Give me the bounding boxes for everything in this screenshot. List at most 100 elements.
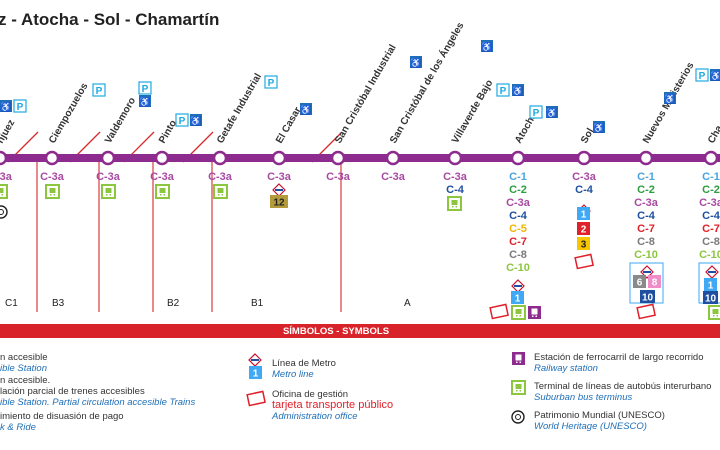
svg-text:1: 1 [515,294,521,305]
svg-text:P: P [533,108,540,119]
svg-text:♿: ♿ [512,85,523,96]
svg-text:6: 6 [637,278,643,289]
station-marker [212,150,228,166]
metro-line-badge: 1 [704,278,717,292]
service-line-c-3a: C-3a [381,171,406,183]
station-marker [447,150,463,166]
zone-label: B2 [167,298,180,309]
service-line-c-2: C-2 [702,184,720,196]
parking-icon: P [529,105,543,119]
svg-text:♿: ♿ [481,41,492,52]
map-title: z - Atocha - Sol - Chamartín [0,10,220,29]
service-line-c-7: C-7 [702,223,720,235]
svg-text:♿: ♿ [0,101,11,112]
accessible-icon: ♿ [300,103,312,115]
service-line-c-4: C-4 [575,184,594,196]
svg-text:1: 1 [253,369,259,380]
service-line-c-2: C-2 [637,184,655,196]
legend-park-and-ride: imiento de disuasión de pago k & Ride [0,411,124,433]
legend-text-es: imiento de disuasión de pago [0,411,124,422]
accessible-icon: ♿ [512,84,524,96]
accessible-icon: ♿ [546,106,558,118]
svg-text:♿: ♿ [300,104,311,115]
metro-line-badge: 3 [577,237,590,251]
service-line-c-5: C-5 [509,223,527,235]
transport-card-icon [636,303,656,320]
metro-line-badge: 1 [577,207,590,221]
zone-label: B1 [251,298,264,309]
svg-text:♿: ♿ [664,93,675,104]
legend-text-es: Patrimonio Mundial (UNESCO) [534,410,665,421]
legend-text-en: Railway station [534,363,598,374]
service-line-c-4: C-4 [637,210,656,222]
legend-partial-accessible: n accesible. lación parcial de trenes ac… [0,375,195,408]
station-marker [44,150,60,166]
svg-text:P: P [268,78,275,89]
metro-logo-icon [511,279,525,293]
station-marker [154,150,170,166]
parking-icon: P [175,113,189,127]
parking-icon: P [695,68,709,82]
station-marker [385,150,401,166]
bus-terminal-icon [0,184,8,199]
service-line-c-8: C-8 [509,249,527,261]
station-name: Villaverde Bajo [450,78,495,145]
accessible-icon: ♿ [410,56,422,68]
bus-terminal-icon [45,184,60,199]
svg-text:10: 10 [705,294,717,305]
legend-accessible-station: n accesible ible Station [0,352,48,374]
station-marker [510,150,526,166]
service-line-c-4: C-4 [702,210,720,222]
svg-text:P: P [96,86,103,97]
legend-text-es: Oficina de gestión [272,389,349,400]
svg-text:8: 8 [652,278,658,289]
service-line-c-3a: C-3a [699,197,720,209]
legend-text-en: ible Station. Partial circulation accesi… [0,397,196,408]
service-line-c-10: C-10 [506,262,530,274]
station-name: Cha [706,123,720,145]
parking-icon: P [496,83,510,97]
bus-terminal-icon [511,380,526,395]
symbols-header: SÍMBOLOS - SYMBOLS [283,326,389,337]
metro-line-badge: 12 [270,195,288,209]
legend-text-es: Línea de Metro [272,358,336,369]
station-marker [271,150,287,166]
metro-logo-icon [248,353,262,367]
station-name: Getafe Industrial [215,71,264,145]
station-marker [330,150,346,166]
legend-text-en: k & Ride [0,422,36,433]
metro-line-badge: 6 [633,275,646,289]
symbols-header-bar [0,324,720,338]
bus-terminal-icon [708,305,720,320]
service-line-c-7: C-7 [509,236,527,248]
service-line-c-3a: C-3a [0,171,13,183]
service-line-c-8: C-8 [637,236,655,248]
legend-text-en: Administration office [272,411,358,422]
svg-text:♿: ♿ [546,107,557,118]
service-line-c-10: C-10 [699,249,720,261]
svg-text:P: P [17,102,24,113]
station-name: San Cristóbal Industrial [333,43,399,146]
unesco-icon [511,410,525,424]
station-name: San Cristóbal de los Ángeles [386,19,466,145]
legend-text-en: ible Station [0,363,48,374]
legend-text-es: lación parcial de trenes accesibles [0,386,145,397]
service-line-c-3a: C-3a [40,171,65,183]
svg-text:♿: ♿ [410,57,421,68]
svg-text:3: 3 [581,240,587,251]
legend-metro-line: Línea de Metro Metro line [272,358,336,380]
parking-icon: P [92,83,106,97]
legend-text-es: n accesible. [0,375,51,386]
service-line-c-3a: C-3a [208,171,233,183]
station-name: Valdemoro [103,96,138,146]
svg-text:P: P [500,86,507,97]
service-line-c-8: C-8 [702,236,720,248]
svg-text:1: 1 [708,281,714,292]
parking-icon: P [13,99,27,113]
svg-text:♿: ♿ [190,115,201,126]
